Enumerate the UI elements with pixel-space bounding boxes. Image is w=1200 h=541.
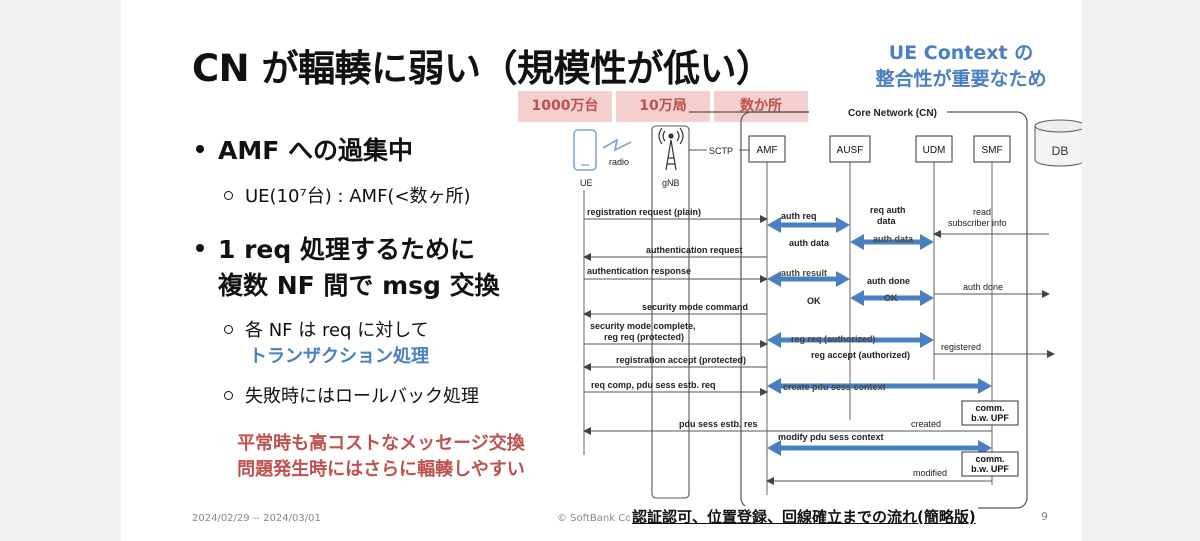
msg-auth-result: auth result — [781, 268, 827, 278]
sequence-diagram: Core Network (CN) UE radio gNB — [573, 104, 1082, 509]
blue-arrow-reg-req — [767, 332, 934, 348]
bullet-dot — [196, 145, 204, 153]
msg-auth-req: auth req — [781, 211, 817, 221]
bullet-dot — [196, 244, 204, 252]
highlight-arrows — [767, 217, 992, 456]
msg-authentication-response: authentication response — [587, 266, 691, 276]
phone-icon — [573, 129, 597, 171]
msg-registration-request: registration request (plain) — [587, 207, 701, 217]
msg-reg-req-authorized: reg req (authorized) — [791, 334, 876, 344]
msg-reg-req-protected: reg req (protected) — [604, 332, 684, 342]
database-icon — [1034, 119, 1082, 167]
antenna-tower-icon — [658, 127, 684, 171]
tag-amf-count: 数か所 — [714, 91, 808, 122]
note-comm-upf-1 — [961, 400, 1019, 426]
sub-bullet-transaction-highlight: トランザクション処理 — [249, 346, 429, 367]
msg-security-mode-complete: security mode complete, — [590, 321, 696, 331]
red-note: 平常時も高コストなメッセージ交換 問題発生時にはさらに輻輳しやすい — [181, 431, 581, 483]
blue-arrow-create-pdu — [767, 378, 992, 394]
ausf-label: AUSF — [837, 145, 864, 156]
page-number: 9 — [1041, 510, 1048, 523]
sctp-label: SCTP — [709, 146, 733, 156]
bullet-text: AMF への過集中 — [218, 136, 414, 165]
sub-bullet-text: 失敗時にはロールバック処理 — [245, 386, 479, 407]
radio-label: radio — [609, 157, 629, 167]
msg-pdu-sess-estb-res: pdu sess estb. res — [679, 419, 758, 429]
bullet-text: 1 req 処理するために — [218, 235, 475, 264]
msg-create-pdu-context: create pdu sess context — [783, 382, 886, 392]
msg-auth-data-udm: auth data — [873, 234, 914, 244]
smf-box — [973, 135, 1011, 163]
msg-security-mode-command: security mode command — [642, 302, 748, 312]
msg-subscriber-info: subscriber info — [948, 218, 1007, 228]
msg-req-auth-data: data — [877, 216, 897, 226]
amf-label: AMF — [756, 145, 777, 156]
msg-read: read — [973, 207, 991, 217]
blue-arrow-modify-pdu — [767, 440, 992, 456]
msg-auth-done: auth done — [867, 276, 910, 286]
bullet-one-req: 1 req 処理するために — [196, 230, 475, 266]
radio-zigzag-icon — [602, 138, 632, 152]
page-title: CN が輻輳に弱い（規模性が低い） — [192, 47, 773, 90]
msg-req-auth: req auth — [870, 205, 906, 215]
diagram-caption: 認証認可、位置登録、回線確立までの流れ(簡略版) — [630, 506, 978, 527]
tag-gnb-count: 10万局 — [616, 91, 710, 122]
ausf-box — [829, 135, 871, 163]
sctp-label-bg — [707, 144, 739, 156]
db-label: DB — [1052, 144, 1069, 158]
msg-auth-done-db: auth done — [963, 282, 1003, 292]
note-comm-upf-1-line1: comm. — [975, 403, 1004, 413]
ue-context-note: UE Context の 整合性が重要なため — [848, 40, 1074, 92]
msg-registration-accept: registration accept (protected) — [616, 355, 746, 365]
core-network-label: Core Network (CN) — [848, 108, 937, 119]
ue-context-note-line1: UE Context の — [888, 42, 1034, 64]
sub-bullet-ring — [224, 324, 233, 334]
message-arrows — [583, 215, 1055, 485]
red-note-line1: 平常時も高コストなメッセージ交換 — [237, 433, 525, 454]
red-note-line2: 問題発生時にはさらに輻輳しやすい — [237, 459, 525, 480]
blue-arrow-auth-done — [850, 290, 934, 306]
sub-bullet-text: UE(10⁷台) : AMF(<数ヶ所) — [245, 186, 471, 207]
note-comm-upf-1-line2: b.w. UPF — [971, 413, 1009, 423]
msg-ok-amf: OK — [807, 296, 821, 306]
sub-bullet-rollback: 失敗時にはロールバック処理 — [224, 382, 479, 408]
gnb-column-box — [651, 125, 690, 499]
sub-bullet-transaction: 各 NF は req に対して — [224, 316, 429, 342]
msg-modified: modified — [913, 468, 947, 478]
msg-registered: registered — [941, 342, 981, 352]
note-comm-upf-2-line1: comm. — [975, 454, 1004, 464]
note-comm-upf-2 — [961, 451, 1019, 477]
sub-bullet-text: 各 NF は req に対して — [245, 320, 429, 341]
blue-arrow-auth-req — [767, 217, 850, 233]
cn-label-bg — [809, 104, 947, 120]
sub-bullet-ring — [224, 390, 233, 400]
smf-label: SMF — [981, 145, 1002, 156]
slide: CN が輻輳に弱い（規模性が低い） UE Context の 整合性が重要なため… — [121, 0, 1082, 541]
amf-box — [748, 135, 786, 163]
gnb-label: gNB — [662, 178, 680, 188]
footer-date: 2024/02/29 -- 2024/03/01 — [192, 513, 321, 524]
sub-bullet-ue-amf-ratio: UE(10⁷台) : AMF(<数ヶ所) — [224, 182, 471, 208]
blue-arrow-auth-data — [850, 234, 934, 250]
udm-label: UDM — [923, 145, 946, 156]
bullet-amf-concentration: AMF への過集中 — [196, 131, 413, 167]
msg-modify-pdu-context: modify pdu sess context — [778, 432, 884, 442]
msg-auth-data-amf: auth data — [789, 238, 830, 248]
tag-ue-count: 1000万台 — [518, 91, 612, 122]
footer-copyright: © SoftBank Co — [557, 513, 632, 524]
sub-bullet-ring — [224, 190, 233, 200]
note-comm-upf-2-line2: b.w. UPF — [971, 464, 1009, 474]
msg-reg-accept-authorized: reg accept (authorized) — [811, 350, 910, 360]
msg-authentication-request: authentication request — [646, 245, 743, 255]
bullet-one-req-line2: 複数 NF 間で msg 交換 — [218, 271, 500, 300]
msg-ok-udm: OK — [884, 293, 898, 303]
blue-arrow-auth-result — [767, 271, 850, 287]
udm-box — [915, 135, 953, 163]
ue-label: UE — [580, 178, 593, 188]
msg-created: created — [911, 419, 941, 429]
ue-context-note-line2: 整合性が重要なため — [875, 68, 1047, 90]
msg-req-comp: req comp, pdu sess estb. req — [591, 380, 716, 390]
